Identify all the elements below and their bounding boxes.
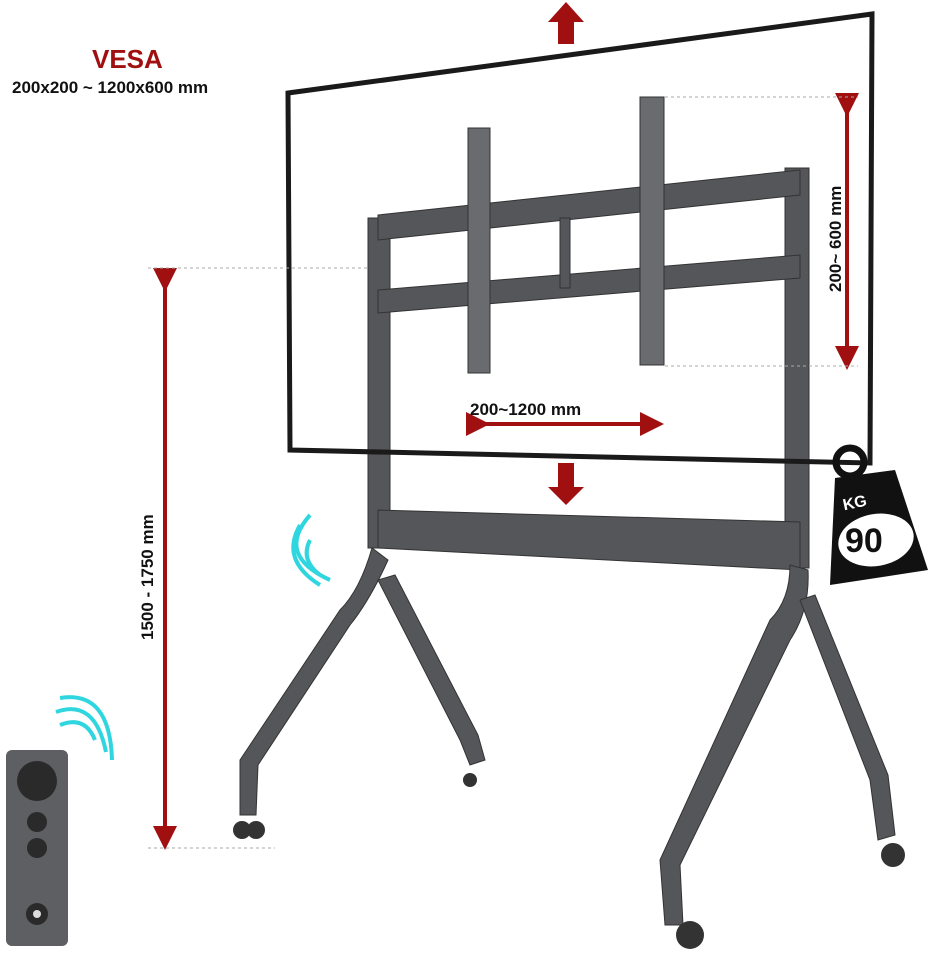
vesa-brackets — [467, 96, 665, 374]
screen-outline — [285, 11, 875, 466]
horizontal-dimension-label: 200~1200 mm — [470, 400, 582, 419]
remote-control-icon — [6, 750, 68, 946]
wireless-signal-icon — [55, 513, 331, 761]
weight-icon — [830, 444, 928, 585]
weight-value: 90 — [845, 522, 883, 560]
height-dimension-label: 1500 - 1750 mm — [138, 514, 157, 640]
adjust-arrows — [548, 2, 584, 505]
vesa-title: VESA — [92, 44, 163, 74]
casters — [233, 773, 905, 949]
vertical-dimension-label: 200~ 600 mm — [826, 185, 845, 292]
vesa-range: 200x200 ~ 1200x600 mm — [12, 78, 209, 97]
stand-frame — [239, 167, 896, 926]
